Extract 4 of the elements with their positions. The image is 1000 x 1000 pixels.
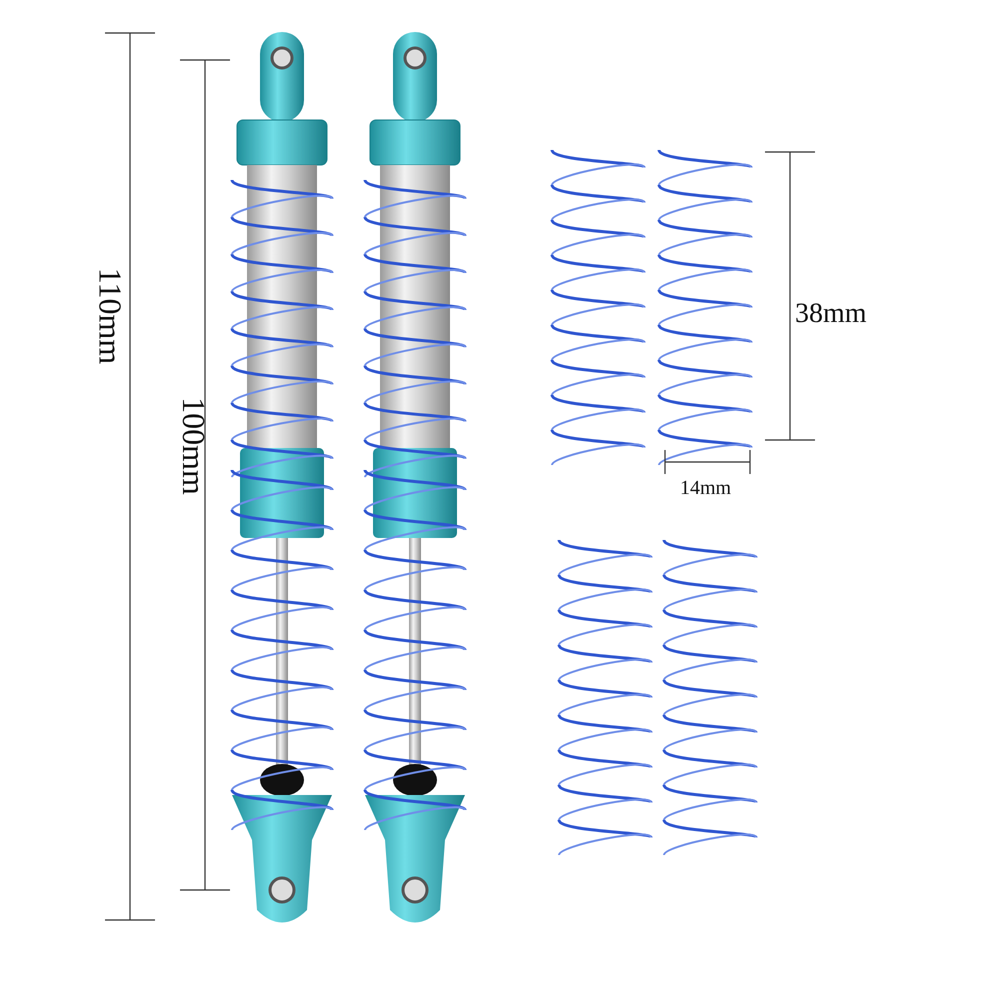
dimension-label: 14mm [680,478,732,498]
dimension-label: 100mm [178,397,210,495]
dimension-label: 110mm [94,268,126,364]
dimension-label: 38mm [795,300,867,328]
